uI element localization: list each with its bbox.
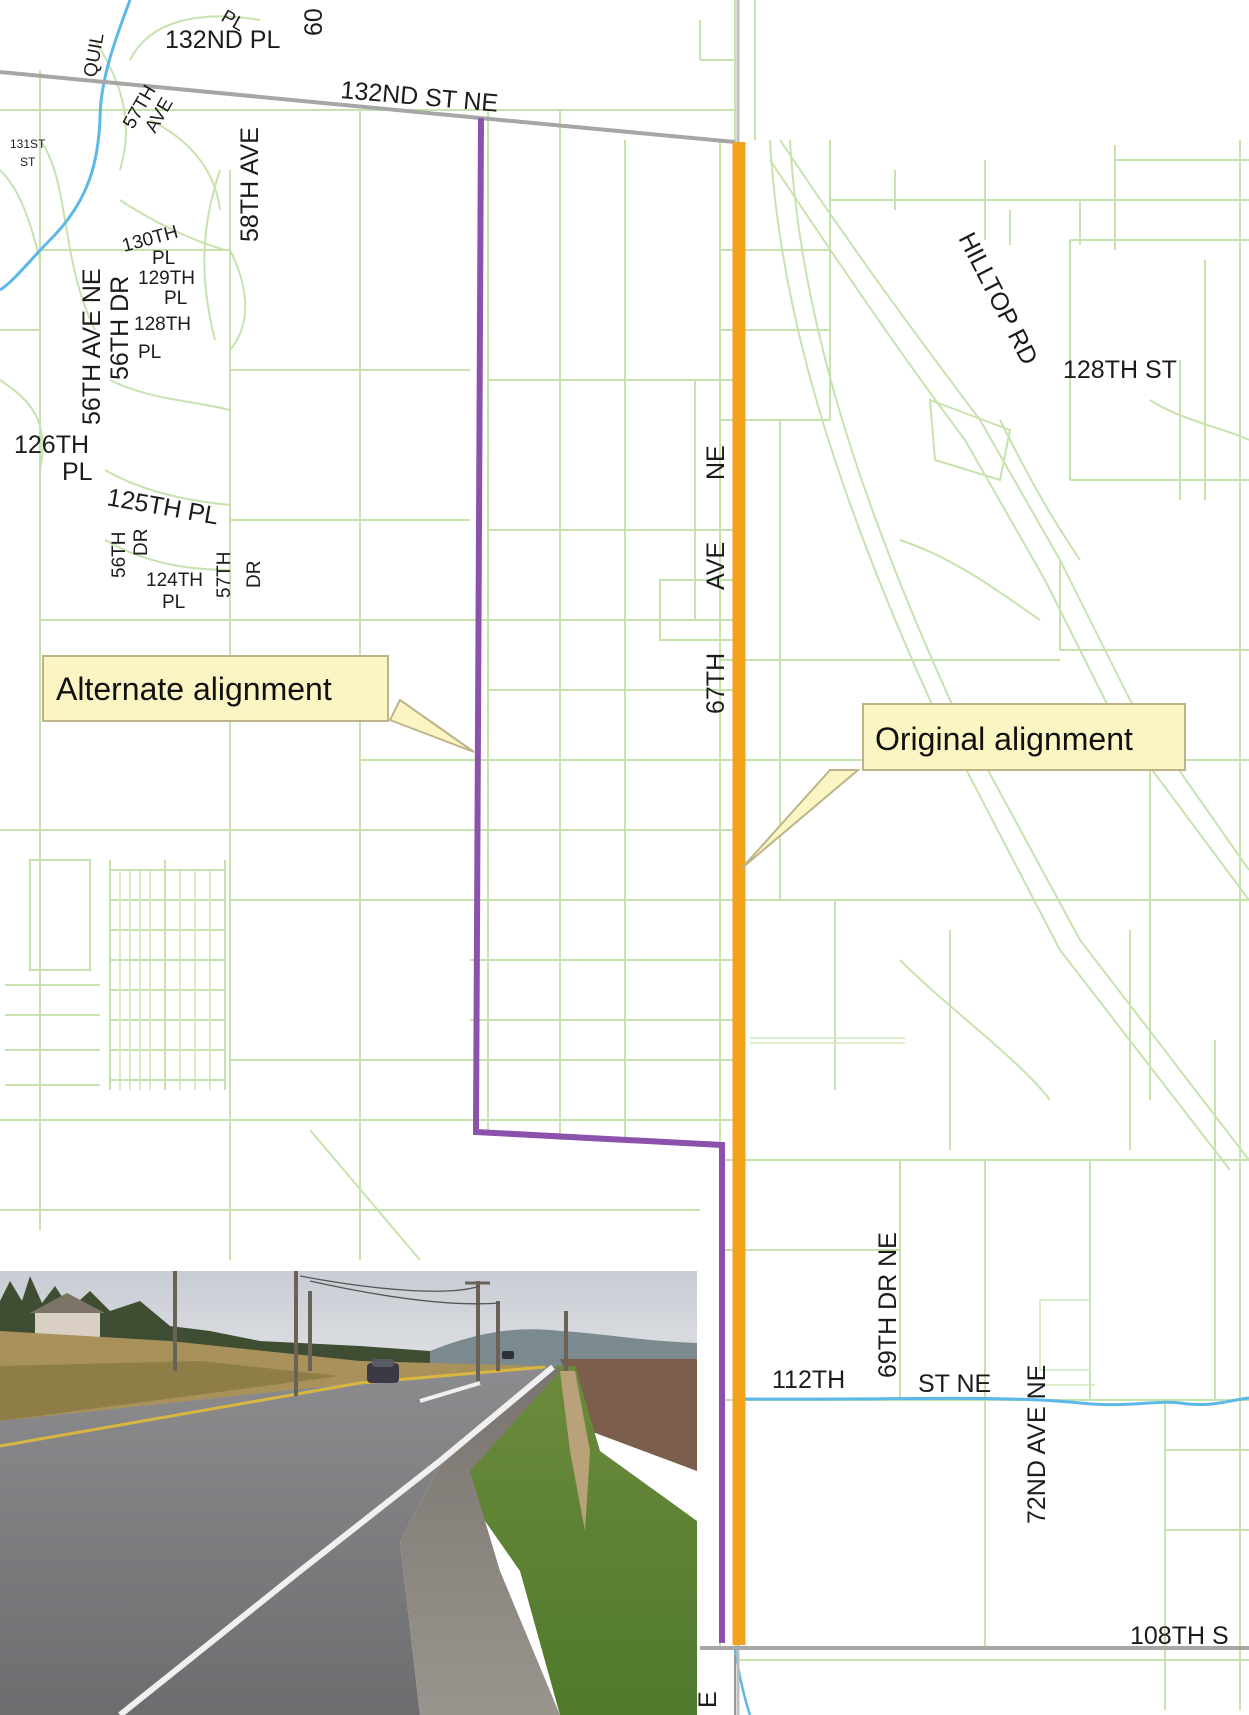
road-photo [0, 1271, 697, 1715]
label-60: 60 [300, 8, 328, 36]
label-128th-st: 128TH ST [1063, 356, 1177, 384]
label-69th-dr-ne: 69TH DR NE [874, 1232, 902, 1378]
label-72nd-ave-ne: 72ND AVE NE [1023, 1365, 1051, 1524]
label-56th-ave-ne: 56TH AVE NE [78, 268, 106, 425]
label-112th: 112TH [772, 1366, 845, 1394]
label-56th-b: 56TH [109, 532, 130, 578]
label-126th: 126TH [14, 431, 89, 459]
label-128th: 128TH [134, 314, 191, 335]
photo-utility-poles [173, 1271, 568, 1396]
label-128th-pl: PL [138, 342, 161, 363]
road-photo-illustration [0, 1271, 697, 1715]
label-bottom-e: E [694, 1691, 722, 1708]
label-112th-st-ne: ST NE [918, 1370, 991, 1398]
photo-grass-strip [450, 1366, 697, 1715]
label-57th-b: 57TH [214, 552, 235, 598]
alternate-alignment-callout: Alternate alignment [42, 655, 475, 753]
label-56th-dr: 56TH DR [106, 276, 134, 380]
photo-car-1 [367, 1363, 399, 1383]
label-131st: 131ST [10, 137, 46, 151]
photo-car-2 [502, 1351, 514, 1359]
label-quil: QUIL [80, 32, 108, 79]
label-124th-pl: PL [162, 592, 185, 613]
photo-road [0, 1366, 555, 1715]
label-108th: 108TH S [1130, 1622, 1229, 1650]
label-hilltop-rd: HILLTOP RD [953, 228, 1044, 369]
label-131st-st: ST [20, 155, 36, 169]
label-124th: 124TH [146, 570, 203, 591]
photo-center-line [0, 1365, 546, 1448]
label-126th-pl: PL [62, 458, 93, 486]
label-129th: 129TH [138, 268, 195, 289]
photo-dash-line [419, 1381, 481, 1403]
label-56th-b-dr: DR [131, 529, 152, 556]
label-125th-pl: 125TH PL [105, 483, 221, 530]
alternate-alignment-route [472, 117, 725, 1643]
photo-right-field [560, 1359, 697, 1471]
original-alignment-callout: Original alignment [741, 703, 1186, 869]
label-67th-ave-ne: NE [702, 445, 730, 480]
label-67th-ave-67th: 67TH [702, 653, 730, 714]
photo-edge-line [118, 1364, 555, 1715]
label-57th-b-dr: DR [244, 561, 265, 588]
alternate-alignment-label: Alternate alignment [56, 671, 332, 707]
photo-gravel-shoulder [400, 1366, 560, 1715]
label-67th-ave-ave: AVE [702, 542, 730, 590]
label-132nd-pl: 132ND PL [165, 26, 280, 54]
label-58th-ave: 58TH AVE [236, 127, 264, 242]
original-alignment-label: Original alignment [875, 721, 1133, 757]
label-129th-pl: PL [164, 288, 187, 309]
label-130th-pl: PL [152, 248, 175, 269]
